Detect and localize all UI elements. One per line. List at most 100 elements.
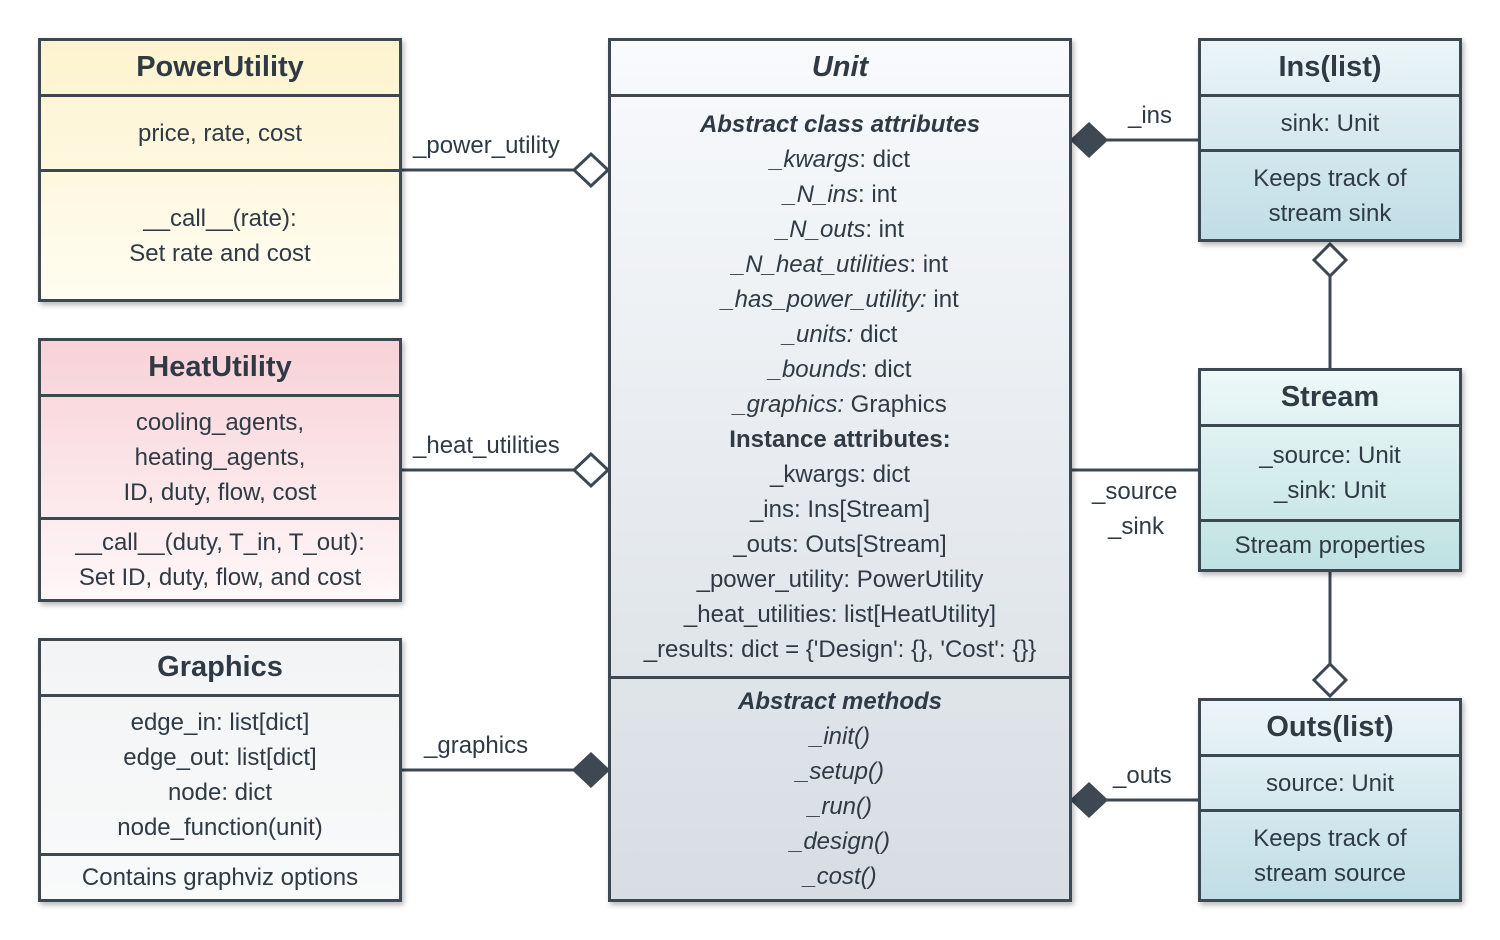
ins-list-class: Ins(list) sink: Unit Keeps track of stre… <box>1198 38 1462 242</box>
class-header: Outs(list) <box>1201 701 1459 754</box>
instance-attribute-line: _results: dict = {'Design': {}, 'Cost': … <box>643 635 1037 663</box>
attributes-section: source: Unit <box>1201 754 1459 809</box>
attribute-type: dict <box>853 320 898 348</box>
label-graphics: _graphics <box>424 732 529 759</box>
method-line: _design() <box>789 828 891 855</box>
class-header: Stream <box>1201 371 1459 424</box>
attribute-separator: : <box>860 355 868 383</box>
methods-section: Contains graphviz options <box>41 853 399 899</box>
description-section: Keeps track of stream sink <box>1201 149 1459 239</box>
label-ins: _ins <box>1128 102 1173 129</box>
attribute-line: edge_in: list[dict] <box>130 709 310 736</box>
attribute-line: source: Unit <box>1265 769 1395 797</box>
methods-section: __call__(rate): Set rate and cost <box>41 169 399 299</box>
method-line: _setup() <box>795 758 885 785</box>
attribute-line: price, rate, cost <box>137 119 303 147</box>
attributes-section: price, rate, cost <box>41 94 399 169</box>
description-line: stream source <box>1253 859 1407 887</box>
instance-attribute-line: _heat_utilities: list[HeatUtility] <box>683 600 997 628</box>
attribute-type: int <box>864 180 897 208</box>
description-section: Keeps track of stream source <box>1201 809 1459 899</box>
method-line: _cost() <box>803 863 877 890</box>
description-line: Keeps track of <box>1253 824 1407 852</box>
description-line: stream sink <box>1268 199 1392 227</box>
method-line: __call__(duty, T_in, T_out): <box>75 528 365 556</box>
label-source: _source <box>1092 478 1178 505</box>
class-header: PowerUtility <box>41 41 399 94</box>
instance-attribute-line: _outs: Outs[Stream] <box>733 530 947 558</box>
abstract-attribute-line: _has_power_utility: int <box>611 282 1069 317</box>
description-section: Stream properties <box>1201 519 1459 569</box>
methods-section: __call__(duty, T_in, T_out): Set ID, dut… <box>41 517 399 599</box>
heat-utility-class: HeatUtility cooling_agents, heating_agen… <box>38 338 402 602</box>
methods-section: Abstract methods _init() _setup() _run()… <box>611 676 1069 899</box>
attributes-section: cooling_agents, heating_agents, ID, duty… <box>41 394 399 517</box>
class-title: Unit <box>811 51 869 83</box>
method-line: _init() <box>809 723 870 750</box>
class-header: HeatUtility <box>41 341 399 394</box>
attribute-type: int <box>916 250 949 278</box>
label-outs: _outs <box>1113 762 1172 789</box>
abstract-attribute-line: _kwargs: dict <box>611 142 1069 177</box>
power-utility-class: PowerUtility price, rate, cost __call__(… <box>38 38 402 302</box>
attribute-separator: : <box>909 250 917 278</box>
abstract-methods-header: Abstract methods <box>737 688 943 715</box>
graphics-class: Graphics edge_in: list[dict] edge_out: l… <box>38 638 402 902</box>
outs-list-class: Outs(list) source: Unit Keeps track of s… <box>1198 698 1462 902</box>
attributes-section: sink: Unit <box>1201 94 1459 149</box>
description-line: Stream properties <box>1234 532 1426 559</box>
abstract-attribute-line: _N_ins: int <box>611 177 1069 212</box>
attribute-name: _N_heat_utilities <box>731 250 910 278</box>
attribute-separator: : <box>920 285 927 313</box>
attribute-name: _units <box>782 320 847 348</box>
abstract-attributes-header: Abstract class attributes <box>699 110 981 138</box>
power-utility-aggregation-diamond <box>571 151 611 189</box>
method-line: Contains graphviz options <box>81 864 359 891</box>
class-header: Ins(list) <box>1201 41 1459 94</box>
attribute-line: node_function(unit) <box>117 814 323 841</box>
attribute-line: edge_out: list[dict] <box>123 744 317 771</box>
attribute-separator: : <box>837 390 845 418</box>
attribute-type: dict <box>866 145 911 173</box>
attribute-line: _source: Unit <box>1259 442 1401 469</box>
class-title: Ins(list) <box>1278 51 1382 83</box>
attribute-name: _graphics <box>733 390 838 418</box>
attribute-name: _kwargs <box>769 145 860 173</box>
attribute-line: cooling_agents, <box>135 408 305 436</box>
method-line: Set rate and cost <box>129 239 311 267</box>
method-line: _run() <box>807 793 873 820</box>
class-title: PowerUtility <box>136 51 304 83</box>
attribute-line: sink: Unit <box>1280 109 1380 137</box>
class-title: Graphics <box>157 651 283 683</box>
attribute-separator: : <box>859 145 867 173</box>
outs-composition-diamond <box>1069 781 1109 819</box>
attributes-section: edge_in: list[dict] edge_out: list[dict]… <box>41 694 399 853</box>
label-power-utility: _power_utility <box>413 132 560 159</box>
method-line: Set ID, duty, flow, and cost <box>78 563 362 591</box>
attribute-name: _N_outs <box>775 215 866 243</box>
attribute-name: _bounds <box>768 355 861 383</box>
ins-stream-aggregation-diamond <box>1311 241 1349 279</box>
description-line: Keeps track of <box>1253 164 1407 192</box>
attribute-line: _sink: Unit <box>1273 477 1387 504</box>
unit-class: Unit Abstract class attributes _kwargs: … <box>608 38 1072 902</box>
attribute-name: _has_power_utility <box>721 285 921 313</box>
abstract-attribute-line: _units: dict <box>611 317 1069 352</box>
attribute-type: int <box>872 215 905 243</box>
class-title: Outs(list) <box>1266 711 1394 743</box>
heat-utilities-aggregation-diamond <box>571 451 611 489</box>
class-title: HeatUtility <box>148 351 292 383</box>
attribute-name: _N_ins <box>783 180 859 208</box>
abstract-attribute-line: _graphics: Graphics <box>611 387 1069 422</box>
instance-attribute-line: _ins: Ins[Stream] <box>749 495 931 523</box>
instance-attribute-line: _power_utility: PowerUtility <box>696 565 984 593</box>
class-header: Graphics <box>41 641 399 694</box>
class-header: Unit <box>611 41 1069 94</box>
label-heat-utilities: _heat_utilities <box>413 432 560 459</box>
attributes-section: _source: Unit _sink: Unit <box>1201 424 1459 519</box>
instance-attribute-line: _kwargs: dict <box>769 460 911 488</box>
outs-stream-aggregation-diamond <box>1311 661 1349 699</box>
instance-attributes-header: Instance attributes: <box>729 425 951 453</box>
abstract-attribute-line: _bounds: dict <box>611 352 1069 387</box>
